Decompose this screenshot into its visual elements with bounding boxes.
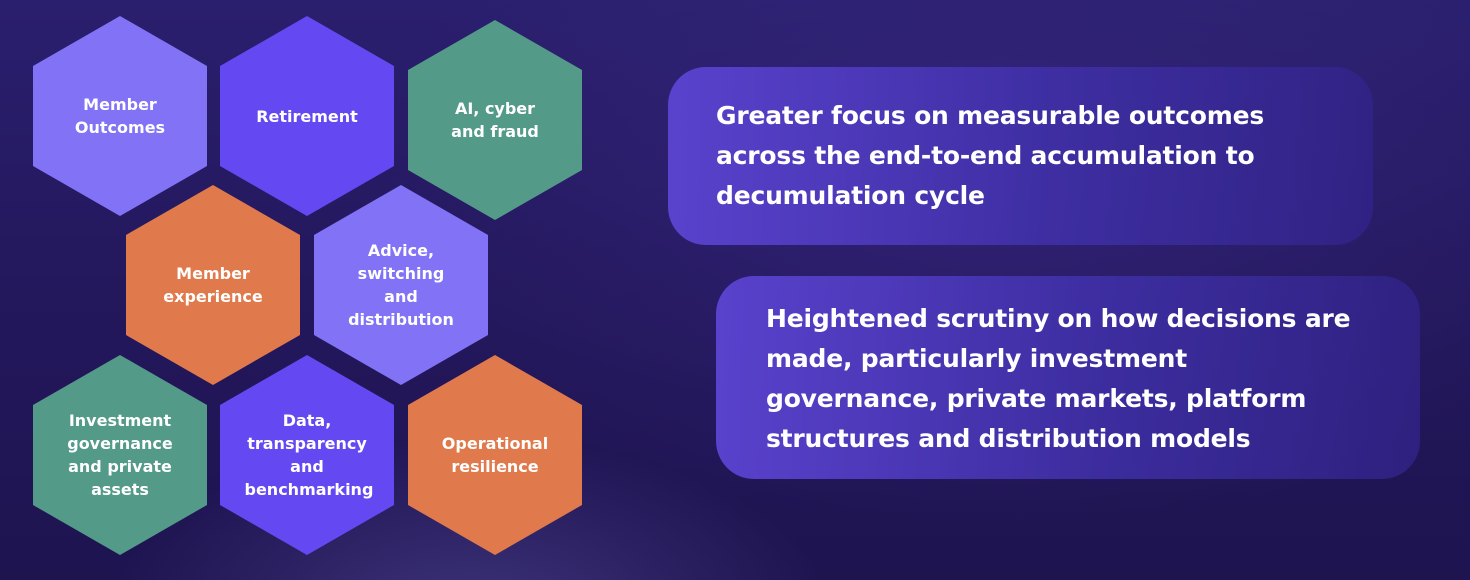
hex-label: Operational resilience [441,434,549,476]
hex-ai-cyber-fraud: AI, cyber and fraud [408,20,582,220]
hex-member-experience: Member experience [126,185,300,385]
hex-label: Data, transparency and benchmarking [244,411,374,499]
hex-operational-resilience: Operational resilience [408,355,582,555]
hex-label: Retirement [256,106,358,126]
hex-label: AI, cyber and fraud [451,99,539,141]
hex-label: Member experience [163,264,263,306]
callout-text: Greater focus on measurable outcomes acr… [716,101,1265,210]
callout-text: Heightened scrutiny on how decisions are… [766,304,1351,453]
hex-advice-switching-distribution: Advice, switching and distribution [314,185,488,385]
hex-retirement: Retirement [220,16,394,216]
callout-heightened-scrutiny: Heightened scrutiny on how decisions are… [716,276,1420,479]
callout-measurable-outcomes: Greater focus on measurable outcomes acr… [668,67,1373,245]
hex-label: Member Outcomes [74,95,166,137]
hex-investment-governance: Investment governance and private assets [33,355,207,555]
hex-label: Advice, switching and distribution [348,241,454,329]
hex-label: Investment governance and private assets [67,411,173,499]
hex-member-outcomes: Member Outcomes [33,16,207,216]
hex-data-transparency: Data, transparency and benchmarking [220,355,394,555]
